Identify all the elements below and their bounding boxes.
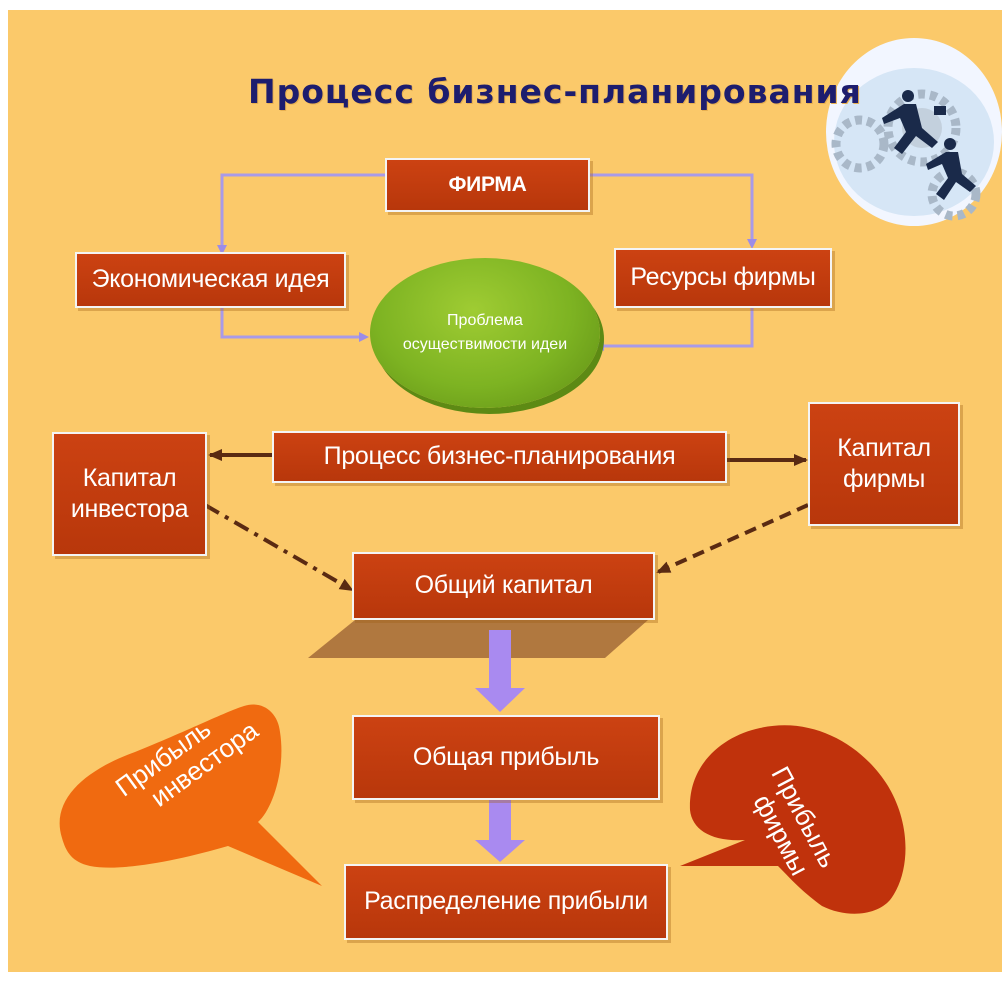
total-capital-platform — [308, 620, 648, 658]
arrow-firm-total — [656, 503, 809, 574]
investor-profit-bubble — [59, 704, 322, 886]
distribution-box: Распределение прибыли — [344, 864, 668, 940]
problem-line-1: Проблема — [447, 312, 523, 329]
firm-profit-bubble — [680, 725, 906, 914]
process-box: Процесс бизнес-планирования — [272, 431, 727, 483]
firm-capital-box: Капитал фирмы — [808, 402, 960, 526]
econ-idea-label: Экономическая идея — [91, 265, 330, 294]
arrow-capital-to-profit — [475, 630, 525, 712]
problem-line-2: осуществимости идеи — [402, 336, 568, 353]
feasibility-problem-ellipse: Проблема осуществимости идеи — [370, 258, 600, 408]
connector-firma-idea — [217, 173, 385, 255]
firm-capital-line-1: Капитал — [837, 433, 931, 462]
firm-capital-line-2: фирмы — [842, 465, 926, 493]
business-people-gears-icon — [826, 38, 1002, 226]
process-label: Процесс бизнес-планирования — [323, 442, 676, 471]
connector-idea-problem — [220, 308, 369, 342]
total-profit-box: Общая прибыль — [352, 715, 660, 800]
total-capital-box: Общий капитал — [352, 552, 655, 620]
page-title: Процесс бизнес-планирования — [248, 72, 862, 111]
arrow-profit-to-distribution — [475, 800, 525, 862]
firma-box: ФИРМА — [385, 158, 590, 212]
resources-label: Ресурсы фирмы — [630, 263, 816, 292]
investor-capital-box: Капитал инвестора — [52, 432, 207, 556]
total-profit-label: Общая прибыль — [412, 742, 600, 771]
total-capital-label: Общий капитал — [414, 571, 593, 600]
firma-label: ФИРМА — [448, 172, 527, 196]
investor-capital-line-1: Капитал — [82, 463, 177, 492]
distribution-label: Распределение прибыли — [364, 887, 648, 916]
connector-resources-problem — [594, 308, 754, 351]
resources-box: Ресурсы фирмы — [614, 248, 832, 308]
investor-capital-line-2: инвестора — [70, 495, 189, 523]
arrow-investor-total — [203, 503, 354, 592]
connector-firma-resources — [590, 173, 757, 249]
econ-idea-box: Экономическая идея — [75, 252, 346, 308]
